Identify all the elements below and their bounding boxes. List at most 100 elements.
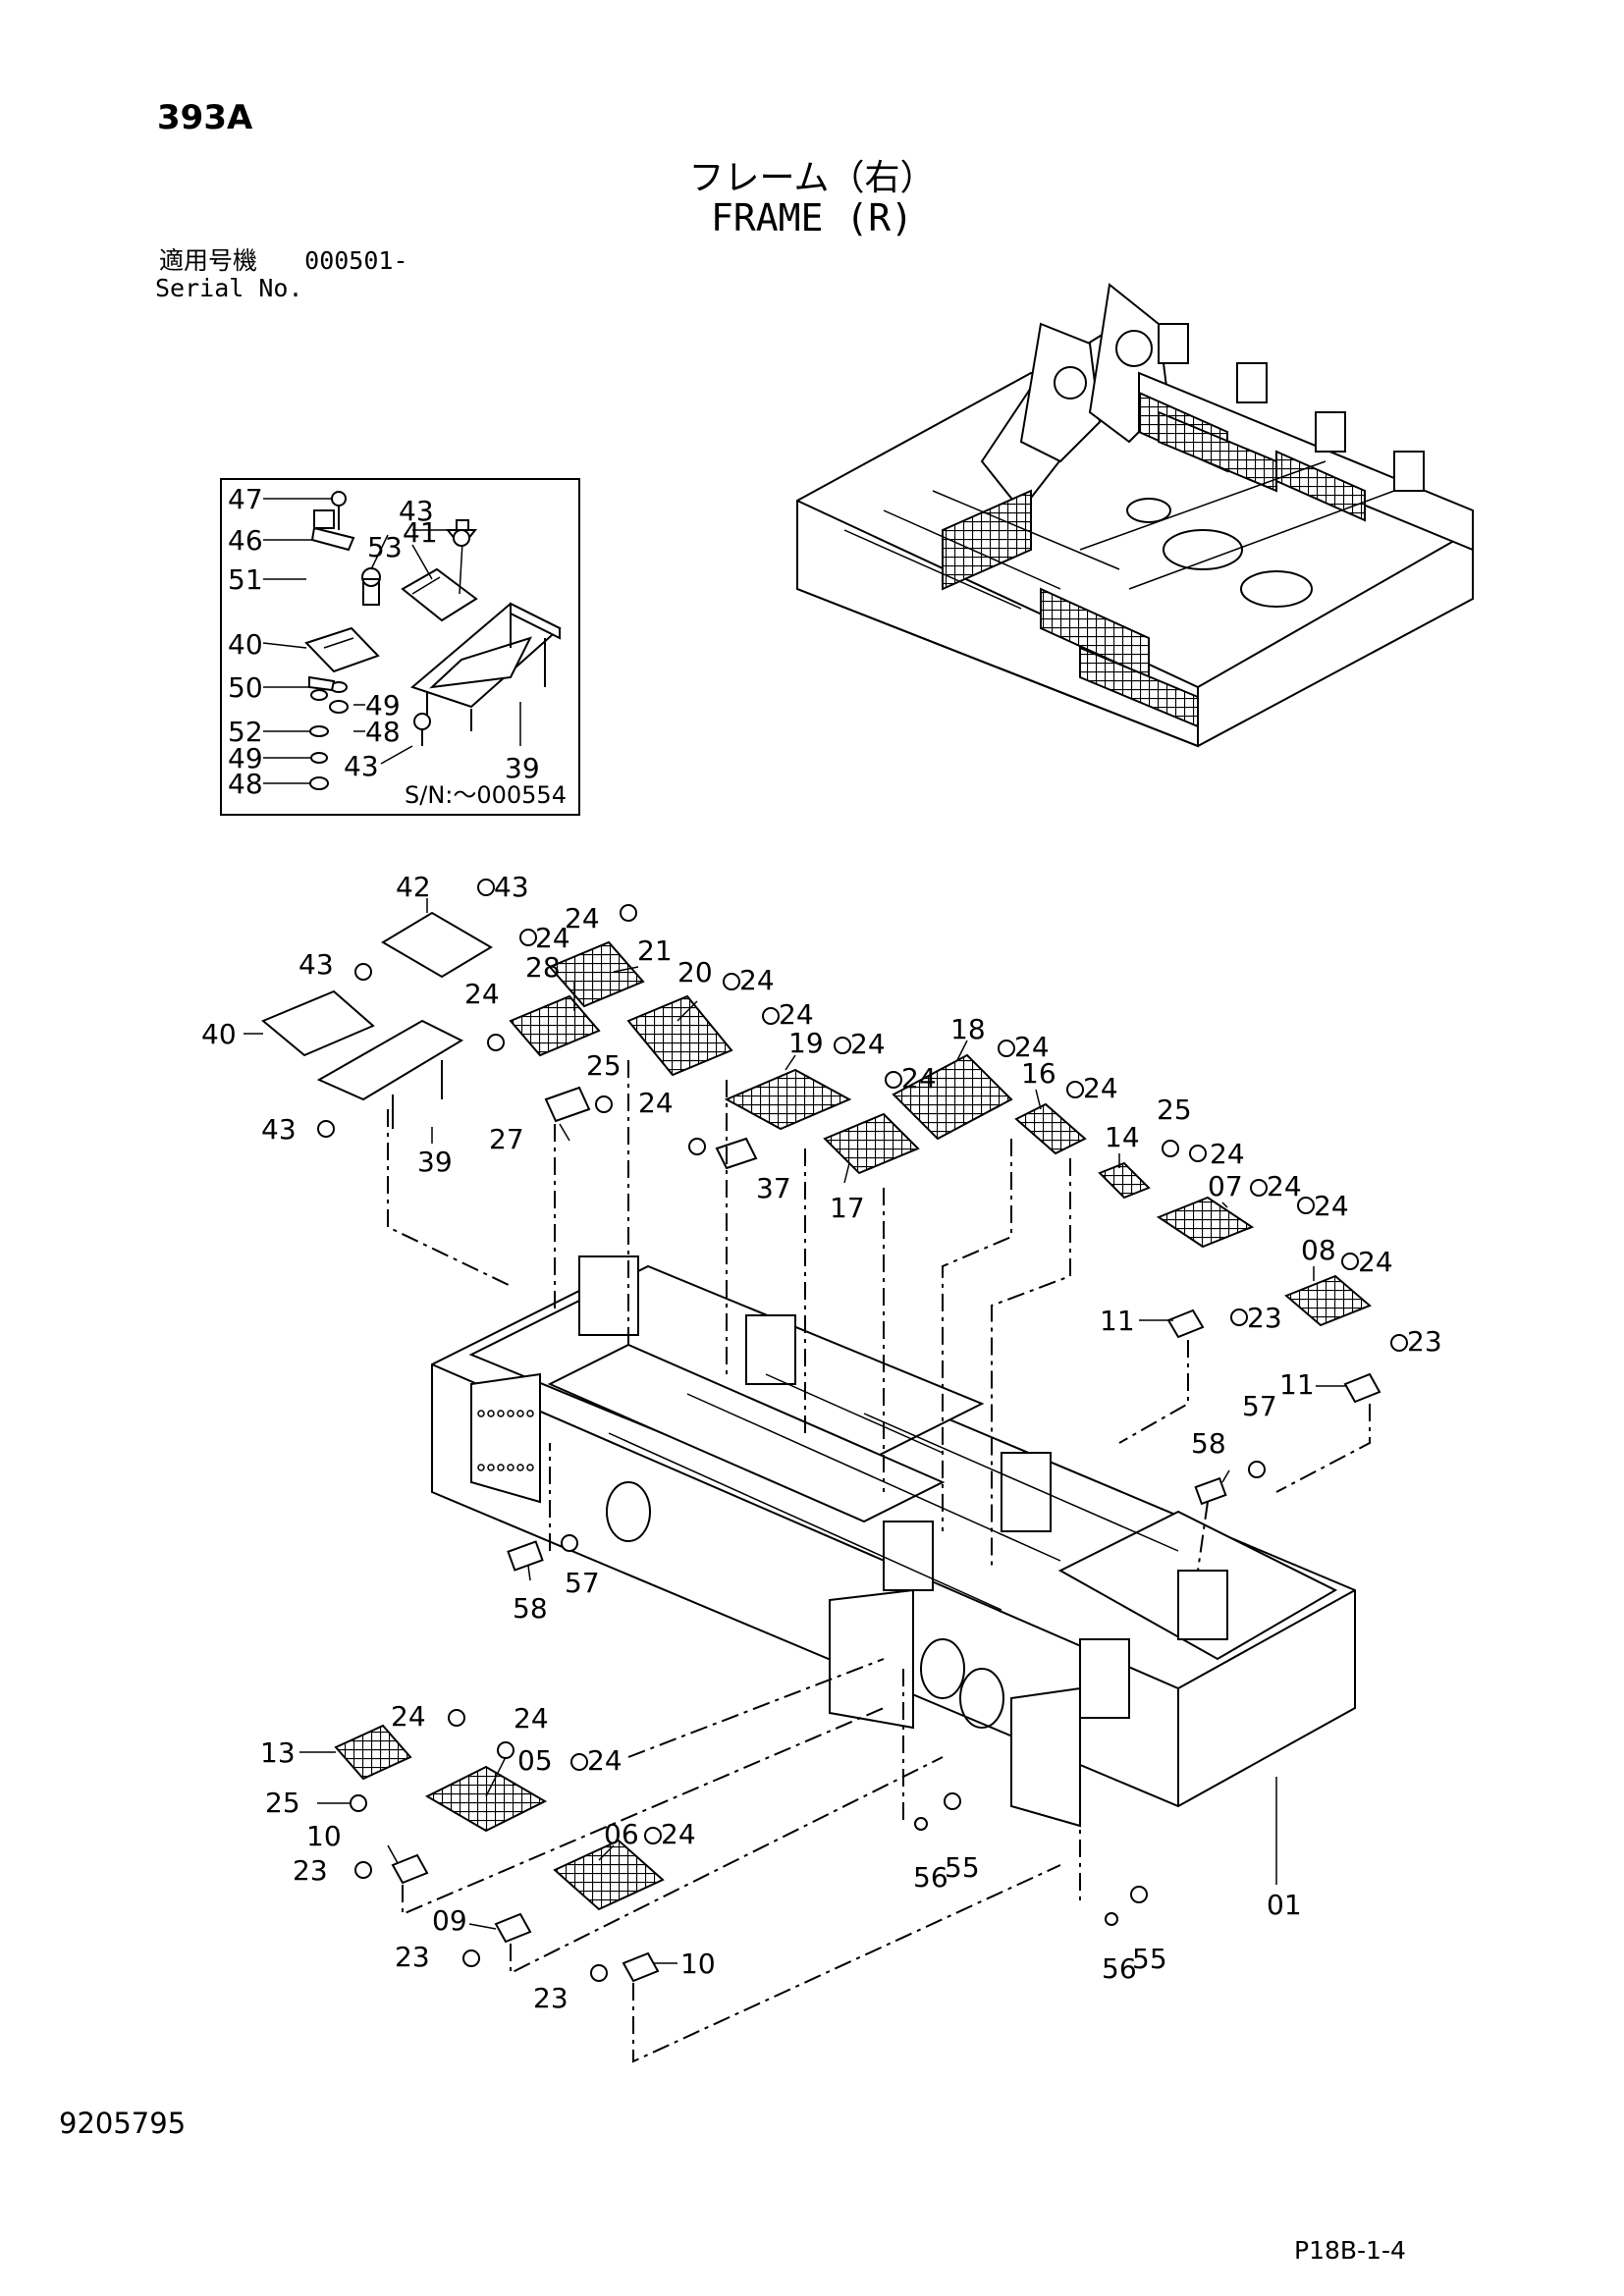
callout: 16 xyxy=(1021,1057,1056,1090)
callout: 49 xyxy=(228,742,263,774)
part-21 xyxy=(548,940,645,1008)
callout: 39 xyxy=(417,1146,453,1178)
callout: 11 xyxy=(1279,1368,1315,1401)
callout: 24 xyxy=(638,1087,674,1119)
callout: 57 xyxy=(565,1567,600,1599)
callout: 40 xyxy=(201,1018,237,1050)
callout: 39 xyxy=(505,752,540,784)
callout: 17 xyxy=(830,1192,865,1224)
callout: 48 xyxy=(228,768,263,800)
part-19 xyxy=(724,1068,852,1131)
callout: 24 xyxy=(587,1744,623,1777)
part-10b xyxy=(622,1951,660,1983)
callout: 23 xyxy=(395,1941,430,1973)
callout: 24 xyxy=(464,978,500,1010)
inset-detail: S/N:～000554 xyxy=(220,478,580,816)
callout: 56 xyxy=(1102,1952,1137,1985)
callout: 47 xyxy=(228,483,263,515)
inset-part-39-frame xyxy=(410,602,562,731)
callout: 40 xyxy=(228,628,263,661)
callout: 24 xyxy=(1210,1138,1245,1170)
callout: 23 xyxy=(1407,1325,1442,1358)
page-code: 393A xyxy=(157,98,253,137)
callout: 24 xyxy=(850,1028,886,1060)
overview-frame-illustration xyxy=(796,283,1474,748)
serial-label-jp: 適用号機 xyxy=(159,246,258,275)
callout: 28 xyxy=(525,951,561,984)
callout: 56 xyxy=(913,1861,948,1894)
bolts xyxy=(317,879,1408,1982)
callout: 24 xyxy=(661,1818,696,1850)
callout: 25 xyxy=(265,1787,300,1819)
callout: 27 xyxy=(489,1123,524,1155)
part-13 xyxy=(334,1724,412,1781)
callout: 24 xyxy=(739,964,775,996)
callout: 43 xyxy=(261,1113,297,1146)
callout: 50 xyxy=(228,671,263,704)
callout: 13 xyxy=(260,1736,296,1769)
callout: 24 xyxy=(1358,1246,1393,1278)
callout: 24 xyxy=(1014,1031,1050,1063)
callout: 57 xyxy=(1242,1390,1277,1422)
assembly-lines xyxy=(387,1060,1371,2063)
part-18 xyxy=(892,1053,1013,1141)
callout: 07 xyxy=(1208,1170,1243,1202)
document-number: 9205795 xyxy=(59,2107,187,2140)
inset-part-40-bracket xyxy=(304,509,381,673)
callout: 14 xyxy=(1105,1121,1140,1153)
callout: 23 xyxy=(533,1982,568,2014)
inset-fasteners xyxy=(308,491,470,790)
callout: 24 xyxy=(779,998,814,1031)
inset-callouts: 47 46 51 40 50 52 49 48 49 48 43 43 53 4… xyxy=(228,483,540,800)
callout: 52 xyxy=(228,716,263,748)
serial-block: 適用号機 000501- Serial No. xyxy=(155,246,408,302)
main-parts xyxy=(261,911,1381,1983)
callout: 24 xyxy=(1083,1072,1118,1104)
part-05 xyxy=(424,1765,548,1833)
callout: 08 xyxy=(1301,1234,1336,1266)
part-37 xyxy=(715,1137,758,1170)
callout: 25 xyxy=(1157,1094,1192,1126)
callout: 24 xyxy=(1314,1190,1349,1222)
callout: 42 xyxy=(396,871,431,903)
callout: 46 xyxy=(228,524,263,557)
callout: 24 xyxy=(514,1702,549,1735)
callout: 41 xyxy=(403,516,438,549)
callout: 23 xyxy=(1247,1302,1282,1334)
callout: 24 xyxy=(565,902,600,934)
callout: 24 xyxy=(901,1062,937,1095)
part-16 xyxy=(1014,1102,1087,1155)
callout: 01 xyxy=(1267,1889,1302,1921)
callout: 55 xyxy=(1132,1943,1167,1975)
callout: 55 xyxy=(945,1851,980,1884)
part-40 xyxy=(261,989,375,1057)
serial-range: 000501- xyxy=(304,246,408,275)
callout: 24 xyxy=(535,922,570,954)
callout: 43 xyxy=(494,871,529,903)
callout: 48 xyxy=(365,716,401,748)
callout: 51 xyxy=(228,563,263,596)
title-japanese: フレーム（右） xyxy=(688,158,936,198)
callout: 25 xyxy=(586,1049,622,1082)
part-08 xyxy=(1284,1274,1372,1327)
part-27 xyxy=(544,1086,591,1123)
title-english: FRAME (R) xyxy=(711,196,913,240)
callout: 10 xyxy=(306,1820,342,1852)
callout: 20 xyxy=(677,956,713,988)
callout: 10 xyxy=(680,1948,716,1980)
part-07 xyxy=(1156,1196,1255,1249)
main-frame-body xyxy=(431,1255,1356,1828)
callout: 49 xyxy=(365,689,401,721)
callout: 23 xyxy=(293,1854,328,1887)
inset-leaders xyxy=(262,498,521,784)
part-11b xyxy=(1343,1372,1381,1404)
callout: 21 xyxy=(637,934,673,967)
part-11a xyxy=(1166,1308,1205,1339)
leader-lines xyxy=(244,898,1347,1964)
part-06 xyxy=(553,1839,665,1911)
callout: 37 xyxy=(756,1172,791,1204)
callout: 58 xyxy=(1191,1427,1226,1460)
callout: 43 xyxy=(399,495,434,527)
part-58a xyxy=(1194,1476,1227,1506)
